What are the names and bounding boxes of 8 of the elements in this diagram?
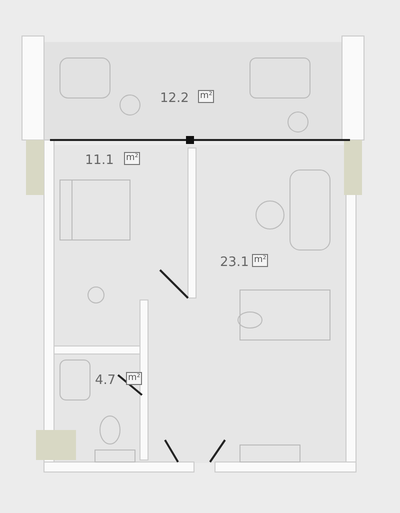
area-number: 4.7 [95, 374, 116, 388]
unit-label: m² [252, 254, 268, 267]
unit-label: m² [126, 372, 142, 385]
area-number: 23.1 [220, 256, 249, 270]
area-number: 11.1 [85, 154, 114, 168]
area-number: 12.2 [160, 92, 189, 106]
unit-label: m² [124, 152, 140, 165]
unit-label: m² [198, 90, 214, 103]
